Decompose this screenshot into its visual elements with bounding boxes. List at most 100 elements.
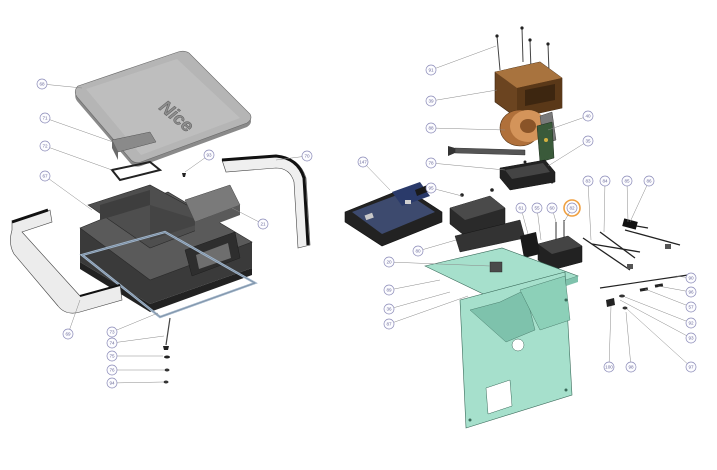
callout-circle (515, 202, 527, 214)
callout-c-95[interactable]: 95 (425, 182, 463, 197)
callout-c-60[interactable]: 60 (546, 202, 558, 223)
callout-c-86[interactable]: 86 (629, 175, 655, 223)
callout-circle (106, 364, 118, 376)
leader-line (644, 288, 692, 308)
callout-label: 67 (42, 174, 48, 179)
callout-label: 88 (428, 126, 434, 131)
callout-circle (106, 326, 118, 338)
callout-c-76[interactable]: 76 (106, 364, 164, 376)
callout-circle (62, 328, 74, 340)
callout-c-61[interactable]: 61 (515, 202, 529, 235)
callout-c-97[interactable]: 97 (626, 308, 697, 373)
callout-c-21[interactable]: 21 (231, 207, 269, 230)
callout-circle (685, 361, 697, 373)
encoder-board (536, 121, 555, 163)
callout-label: 98 (628, 365, 634, 370)
callout-c-72[interactable]: 72 (39, 140, 113, 171)
callout-circle (582, 175, 594, 187)
callout-c-57[interactable]: 57 (644, 288, 697, 313)
callout-label: 60 (549, 206, 555, 211)
callout-c-89[interactable]: 89 (383, 279, 441, 296)
callout-c-75[interactable]: 75 (106, 350, 163, 362)
callout-label: 74 (109, 341, 115, 346)
callout-label: 72 (42, 144, 48, 149)
leader-line (44, 145, 113, 171)
callout-circle (566, 202, 578, 214)
callout-c-40[interactable]: 40 (547, 110, 594, 131)
mounting-plate[interactable] (424, 247, 579, 429)
top-cover[interactable]: Nice (74, 50, 252, 167)
callout-c-96[interactable]: 96 (657, 285, 697, 298)
callout-c-98[interactable]: 98 (625, 311, 637, 373)
leader-line (44, 175, 93, 211)
callout-c-69[interactable]: 69 (62, 299, 81, 340)
callout-c-20[interactable]: 20 (383, 256, 491, 268)
callout-label: 75 (109, 354, 115, 359)
callout-circle (425, 95, 437, 107)
callout-c-100[interactable]: 100 (603, 305, 615, 373)
callout-c-74[interactable]: 74 (106, 335, 165, 349)
callout-c-71[interactable]: 71 (39, 112, 114, 143)
leader-line (603, 180, 606, 233)
callout-c-94[interactable]: 94 (106, 377, 164, 389)
shaft-35 (448, 146, 526, 156)
callout-label: 68 (39, 82, 45, 87)
callout-c-92[interactable]: 92 (624, 296, 697, 329)
callout-c-93b[interactable]: 93 (619, 299, 697, 344)
leader-line (587, 180, 592, 241)
leader-line (547, 140, 589, 167)
callout-c-70[interactable]: 70 (275, 150, 313, 162)
leader-line (430, 45, 497, 71)
leader-line (624, 296, 692, 324)
leader-line (388, 295, 469, 325)
callout-c-78[interactable]: 78 (425, 157, 506, 171)
callout-label: 73 (109, 330, 115, 335)
callout-c-147[interactable]: 147 (357, 156, 391, 191)
callout-c-87[interactable]: 87 (383, 295, 469, 330)
strip-69 (10, 208, 123, 314)
callout-c-91[interactable]: 91 (425, 45, 497, 76)
small-parts (599, 274, 689, 310)
callout-circle (301, 150, 313, 162)
callout-c-88[interactable]: 88 (425, 122, 506, 134)
control-board[interactable] (344, 182, 443, 247)
callout-circle (106, 350, 118, 362)
callout-circle (383, 303, 395, 315)
callout-circle (383, 256, 395, 268)
strip-70 (221, 154, 311, 249)
callout-c-73[interactable]: 73 (106, 312, 159, 338)
box-78 (499, 159, 556, 191)
callout-label: 86 (646, 179, 652, 184)
callout-c-cover[interactable]: 68 (36, 78, 83, 90)
callout-circle (531, 202, 543, 214)
callout-label: 69 (65, 332, 71, 337)
connector-housing (449, 188, 526, 253)
callout-c-36[interactable]: 36 (383, 291, 451, 315)
leader-line (626, 180, 629, 223)
leader-line (547, 115, 589, 131)
callout-label: 78 (428, 161, 434, 166)
callout-c-82[interactable]: 82 (563, 202, 578, 223)
callout-circle (425, 64, 437, 76)
callout-c-83[interactable]: 83 (582, 175, 594, 241)
callout-c-67[interactable]: 67 (39, 170, 93, 211)
callout-c-80[interactable]: 80 (412, 239, 457, 257)
insert-21 (184, 184, 241, 232)
callout-c-85[interactable]: 85 (621, 175, 633, 223)
leader-line (626, 308, 692, 368)
callout-c-84[interactable]: 84 (599, 175, 611, 233)
callout-circle (425, 157, 437, 169)
leader-line (430, 89, 498, 102)
callout-circle (383, 318, 395, 330)
callout-label: 90 (688, 276, 694, 281)
callout-c-35[interactable]: 35 (547, 135, 594, 167)
callout-label: 80 (415, 249, 421, 254)
callout-c-93a[interactable]: 93 (184, 149, 215, 173)
callout-label: 71 (42, 116, 48, 121)
callout-c-55[interactable]: 55 (531, 202, 543, 241)
callout-label: 91 (428, 68, 434, 73)
callout-c-90[interactable]: 90 (675, 272, 697, 284)
callout-c-39[interactable]: 39 (425, 89, 498, 107)
